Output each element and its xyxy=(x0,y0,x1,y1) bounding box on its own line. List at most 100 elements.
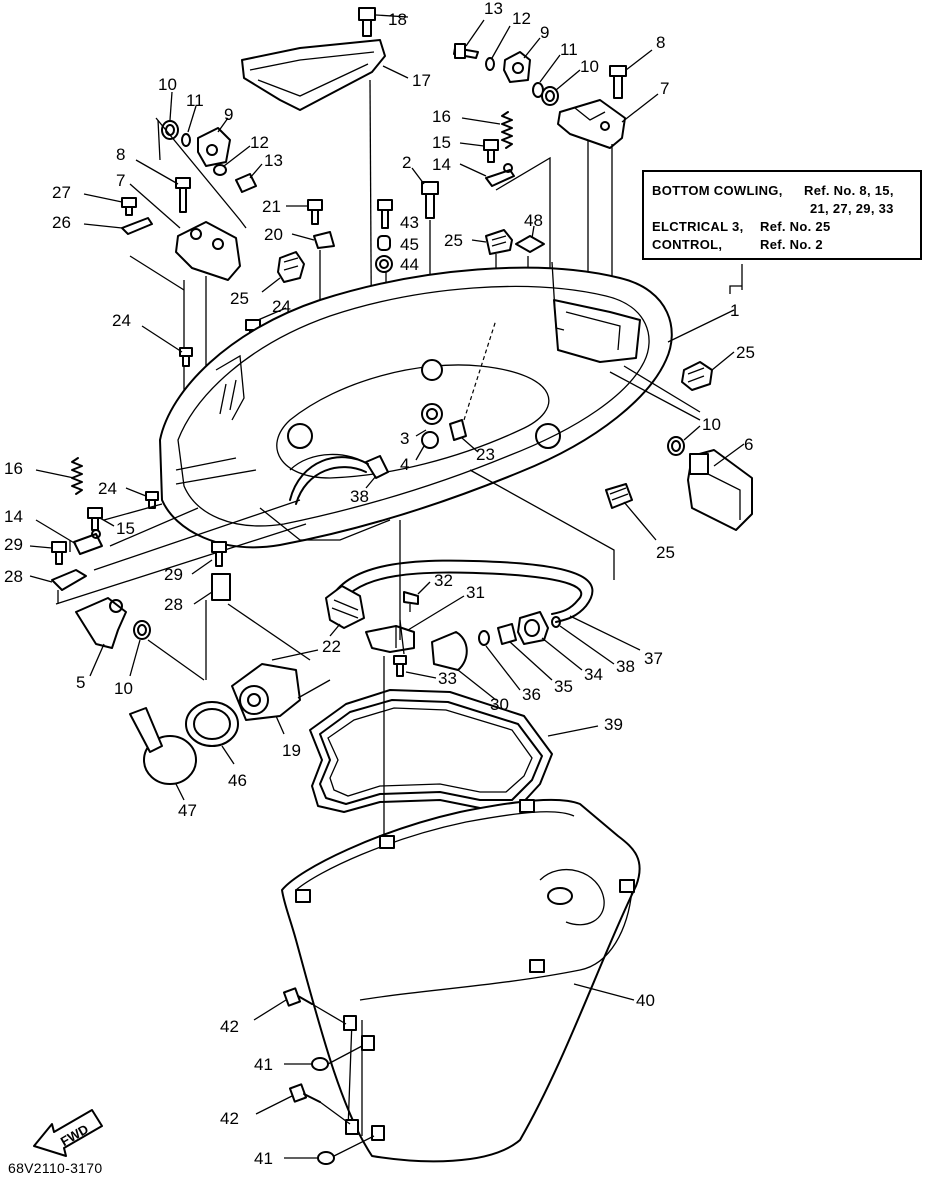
callout: 12 xyxy=(250,133,269,152)
part-4-grommet xyxy=(421,431,439,449)
callout: 1 xyxy=(730,301,739,320)
callout: 28 xyxy=(4,567,23,586)
part-1-bottom-cowling xyxy=(159,261,673,549)
ref-control-refs: Ref. No. 2 xyxy=(760,237,823,252)
part-42-screw-upper xyxy=(282,987,313,1007)
fwd-arrow-icon: FWD xyxy=(33,1109,103,1157)
part-25-connector-center xyxy=(485,229,513,255)
callout: 42 xyxy=(220,1109,239,1128)
callout: 40 xyxy=(636,991,655,1010)
callout: 18 xyxy=(388,10,407,29)
part-29-bolt-center xyxy=(211,541,227,567)
part-45-collar xyxy=(377,235,391,251)
callout: 30 xyxy=(490,695,509,714)
part-3-grommet xyxy=(421,403,443,425)
part-26-clip xyxy=(121,217,153,235)
callout: 20 xyxy=(264,225,283,244)
callout: 25 xyxy=(444,231,463,250)
part-31-bracket xyxy=(365,619,415,655)
callout: 16 xyxy=(432,107,451,126)
ref-bottom-cowling-refs-cont: 21, 27, 29, 33 xyxy=(810,201,894,216)
part-48-sheet xyxy=(515,235,545,253)
part-44-grommet xyxy=(375,255,393,273)
part-33-screw xyxy=(393,655,407,677)
part-22-grommet xyxy=(325,585,365,629)
ref-row-control: CONTROL, Ref. No. 2 xyxy=(652,236,912,254)
callout: 12 xyxy=(512,9,531,28)
callout: 35 xyxy=(554,677,573,696)
callout: 42 xyxy=(220,1017,239,1036)
callout: 14 xyxy=(4,507,23,526)
callout: 43 xyxy=(400,213,419,232)
ref-electrical-refs: Ref. No. 25 xyxy=(760,219,831,234)
callout: 25 xyxy=(230,289,249,308)
callout: 24 xyxy=(112,311,131,330)
callout: 3 xyxy=(400,429,409,448)
part-25-connector-left xyxy=(277,251,305,283)
part-8-bolt-right xyxy=(609,65,627,99)
part-13-bolt-left xyxy=(235,173,257,193)
callout: 15 xyxy=(116,519,135,538)
callout: 10 xyxy=(580,57,599,76)
part-14-clip-upper xyxy=(485,163,515,187)
callout: 38 xyxy=(350,487,369,506)
part-12-washer-right xyxy=(485,57,495,71)
part-29-bolt-left xyxy=(51,541,67,565)
ref-row-bottom-cowling: BOTTOM COWLING, Ref. No. 8, 15, xyxy=(652,182,912,200)
callout: 36 xyxy=(522,685,541,704)
ref-bottom-cowling-refs: Ref. No. 8, 15, xyxy=(804,183,894,198)
callout: 31 xyxy=(466,583,485,602)
part-46-clamp xyxy=(185,701,239,747)
callout: 10 xyxy=(158,75,177,94)
callout: 5 xyxy=(76,673,85,692)
callout: 8 xyxy=(116,145,125,164)
callout: 11 xyxy=(560,40,578,59)
part-12-washer-left xyxy=(213,164,227,176)
ref-row-bottom-cowling-cont: 21, 27, 29, 33 xyxy=(652,200,912,218)
part-6-holder xyxy=(687,449,753,531)
part-41-nut-lower xyxy=(317,1151,335,1165)
part-17-cover xyxy=(241,39,386,111)
part-10-grommet-right xyxy=(541,86,559,106)
part-35-fitting xyxy=(497,623,517,645)
callout: 9 xyxy=(224,105,233,124)
callout: 39 xyxy=(604,715,623,734)
part-5-switch xyxy=(75,597,127,649)
part-10-grommet-left xyxy=(161,120,179,140)
part-38-cap-upper xyxy=(365,455,389,479)
callout: 7 xyxy=(116,171,125,190)
part-7-bracket-right xyxy=(557,99,626,149)
callout-labels: 18 1 7 13 12 9 11 10 8 7 16 15 14 10 11 9… xyxy=(4,0,755,1168)
part-32-screw xyxy=(403,591,419,612)
part-8-bolt-left xyxy=(175,177,191,213)
callout: 13 xyxy=(264,151,283,170)
part-47-band xyxy=(129,707,197,785)
part-10-grommet-lower xyxy=(133,620,151,640)
part-2-bolt xyxy=(421,181,439,219)
callout: 26 xyxy=(52,213,71,232)
callout: 7 xyxy=(660,79,669,98)
callout: 11 xyxy=(186,91,204,110)
part-38-clip-lower xyxy=(551,616,561,628)
part-7-bracket-left xyxy=(175,221,241,281)
callout: 29 xyxy=(4,535,23,554)
part-28-clip-left xyxy=(51,569,87,591)
ref-electrical-label: ELCTRICAL 3, xyxy=(652,219,744,234)
callout: 33 xyxy=(438,669,457,688)
part-40-lower-case xyxy=(281,798,641,1163)
callout: 2 xyxy=(402,153,411,172)
callout: 48 xyxy=(524,211,543,230)
part-14-clip-lower xyxy=(73,529,103,555)
part-41-nut-upper xyxy=(311,1057,329,1071)
part-30-cap xyxy=(431,631,468,671)
part-25-connector-right xyxy=(681,361,713,391)
part-16-spring-upper xyxy=(501,111,513,149)
ref-control-label: CONTROL, xyxy=(652,237,723,252)
callout: 9 xyxy=(540,23,549,42)
part-9-clamp-right xyxy=(503,51,531,83)
callout: 44 xyxy=(400,255,419,274)
part-11-washer-left xyxy=(181,133,191,147)
callout: 34 xyxy=(584,665,603,684)
callout: 27 xyxy=(52,183,71,202)
callout: 47 xyxy=(178,801,197,820)
